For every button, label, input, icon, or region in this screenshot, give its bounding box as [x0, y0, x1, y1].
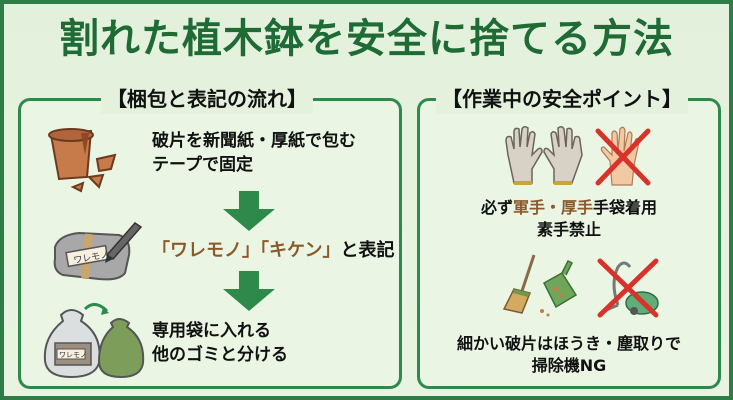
bag-tag-text: ワレモノ [59, 351, 87, 359]
gloves-highlight-atsude: 厚手 [561, 198, 594, 217]
bare-hand-crossed-icon [595, 126, 651, 186]
vacuum-warning: 掃除機NG [531, 356, 607, 375]
vacuum-crossed-icon [597, 258, 659, 318]
step3-text: 専用袋に入れる 他のゴミと分ける [152, 319, 288, 367]
safety-points-panel: 【作業中の安全ポイント】 必ず軍手・厚手手袋着用 素手禁止 [417, 84, 721, 389]
step2-text: 「ワレモノ」「キケン」と表記 [152, 239, 394, 263]
broom-dustpan-icon [502, 254, 659, 318]
work-gloves-icon [505, 125, 651, 186]
step3-line1: 専用袋に入れる [152, 321, 271, 341]
panel-heading-safety: 【作業中の安全ポイント】 [436, 84, 688, 114]
gloves-separator: ・ [544, 198, 561, 217]
gloves-suffix: 手袋着用 [593, 198, 658, 217]
step-label-package: ワレモノ 「ワレモノ」「キケン」と表記 [21, 222, 399, 283]
panel-heading-packing: 【梱包と表記の流れ】 [101, 84, 313, 114]
small-shards-instruction: 細かい破片はほうき・塵取りで [456, 334, 681, 353]
broken-pot-icon [48, 128, 117, 193]
step3-line2: 他のゴミと分ける [152, 345, 288, 365]
step2-highlight-kiken: 「キケン」 [260, 240, 341, 261]
step1-text: 破片を新聞紙・厚紙で包む テープで固定 [152, 129, 356, 177]
step2-highlight-waremono: 「ワレモノ」 [152, 240, 260, 261]
gloves-prefix: 必ず [480, 198, 513, 217]
gloves-instruction: 必ず軍手・厚手手袋着用 [420, 197, 718, 219]
gloves-highlight-gunte: 軍手 [512, 198, 545, 217]
garbage-bags-icon: ワレモノ [43, 303, 145, 379]
packing-flow-panel: 【梱包と表記の流れ】 破片を新聞紙・厚紙で包む テープで固定 [18, 84, 402, 389]
wrapped-package-pen-icon: ワレモノ [53, 222, 143, 281]
step2-suffix: と表記 [340, 240, 395, 261]
step1-line1: 破片を新聞紙・厚紙で包む [152, 131, 356, 151]
step1-line2: テープで固定 [152, 155, 253, 175]
step-wrap-shards: 破片を新聞紙・厚紙で包む テープで固定 [21, 123, 399, 193]
bare-hands-warning: 素手禁止 [536, 220, 601, 239]
arrow-down-icon [223, 271, 275, 311]
page-title: 割れた植木鉢を安全に捨てる方法 [59, 16, 674, 62]
arrow-down-icon [223, 191, 275, 231]
step-bag-separate: ワレモノ 専用袋に入れる 他のゴミと分ける [21, 301, 399, 381]
